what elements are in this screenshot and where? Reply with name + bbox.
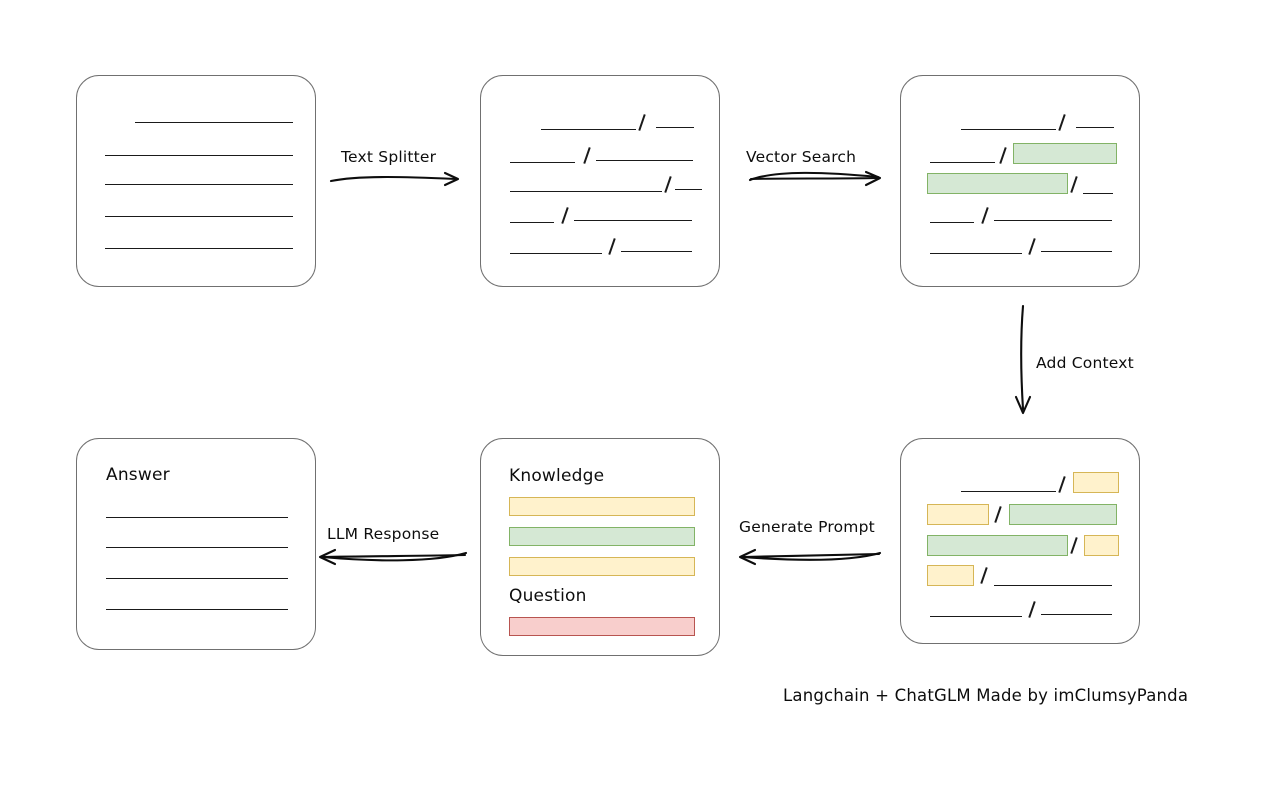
edge-label-llm-response: LLM Response	[327, 525, 440, 543]
slash-separator	[999, 147, 1007, 164]
text-line	[1083, 193, 1113, 194]
text-line	[106, 578, 288, 579]
text-line	[1041, 614, 1112, 615]
edge-label-add-context: Add Context	[1036, 354, 1134, 372]
answer-label: Answer	[106, 465, 170, 485]
slash-separator	[664, 176, 672, 193]
text-line	[961, 491, 1056, 492]
text-line	[106, 609, 288, 610]
text-line	[105, 184, 293, 185]
highlight-chunk-green[interactable]	[927, 535, 1068, 556]
slash-separator	[608, 238, 616, 255]
arrow-llm-response	[318, 548, 468, 566]
slash-separator	[638, 114, 646, 131]
highlight-chunk-yellow[interactable]	[1073, 472, 1119, 493]
arrow-add-context	[1014, 304, 1032, 415]
node-split-document[interactable]	[480, 75, 720, 287]
slash-separator	[583, 147, 591, 164]
text-line	[1041, 251, 1112, 252]
text-line	[656, 127, 694, 128]
slash-separator	[1028, 601, 1036, 618]
node-source-document[interactable]	[76, 75, 316, 287]
knowledge-chunk-yellow[interactable]	[509, 497, 695, 516]
slash-separator	[980, 567, 988, 584]
text-line	[510, 253, 602, 254]
node-search-result[interactable]	[900, 75, 1140, 287]
text-line	[1076, 127, 1114, 128]
highlight-chunk-yellow[interactable]	[1084, 535, 1119, 556]
text-line	[596, 160, 693, 161]
edge-label-generate-prompt: Generate Prompt	[739, 518, 875, 536]
edge-label-vector-search: Vector Search	[746, 148, 857, 166]
knowledge-label: Knowledge	[509, 466, 605, 486]
text-line	[930, 162, 995, 163]
node-prompt[interactable]: Knowledge Question	[480, 438, 720, 656]
node-context-document[interactable]	[900, 438, 1140, 644]
text-line	[105, 216, 293, 217]
slash-separator	[1028, 238, 1036, 255]
text-line	[106, 517, 288, 518]
arrow-generate-prompt	[738, 548, 882, 566]
node-answer[interactable]: Answer	[76, 438, 316, 650]
text-line	[994, 585, 1112, 586]
text-line	[105, 248, 293, 249]
text-line	[930, 616, 1022, 617]
text-line	[930, 253, 1022, 254]
text-line	[510, 191, 662, 192]
arrow-vector-search	[748, 170, 882, 187]
arrow-text-splitter	[329, 171, 460, 187]
text-line	[574, 220, 692, 221]
text-line	[135, 122, 293, 123]
text-line	[621, 251, 692, 252]
highlight-chunk-green[interactable]	[1013, 143, 1117, 164]
knowledge-chunk-yellow[interactable]	[509, 557, 695, 576]
slash-separator	[561, 207, 569, 224]
text-line	[675, 189, 702, 190]
text-line	[106, 547, 288, 548]
highlight-chunk-green[interactable]	[1009, 504, 1117, 525]
slash-separator	[1070, 537, 1078, 554]
highlight-chunk-green[interactable]	[927, 173, 1068, 194]
text-line	[930, 222, 974, 223]
slash-separator	[1070, 176, 1078, 193]
slash-separator	[994, 506, 1002, 523]
text-line	[961, 129, 1056, 130]
slash-separator	[1058, 476, 1066, 493]
knowledge-chunk-green[interactable]	[509, 527, 695, 546]
question-chunk-red[interactable]	[509, 617, 695, 636]
edge-label-text-splitter: Text Splitter	[341, 148, 437, 166]
text-line	[510, 222, 554, 223]
question-label: Question	[509, 586, 587, 606]
slash-separator	[981, 207, 989, 224]
text-line	[510, 162, 575, 163]
highlight-chunk-yellow[interactable]	[927, 504, 989, 525]
text-line	[541, 129, 636, 130]
text-line	[994, 220, 1112, 221]
text-line	[105, 155, 293, 156]
highlight-chunk-yellow[interactable]	[927, 565, 974, 586]
slash-separator	[1058, 114, 1066, 131]
diagram-caption: Langchain + ChatGLM Made by imClumsyPand…	[783, 686, 1189, 705]
